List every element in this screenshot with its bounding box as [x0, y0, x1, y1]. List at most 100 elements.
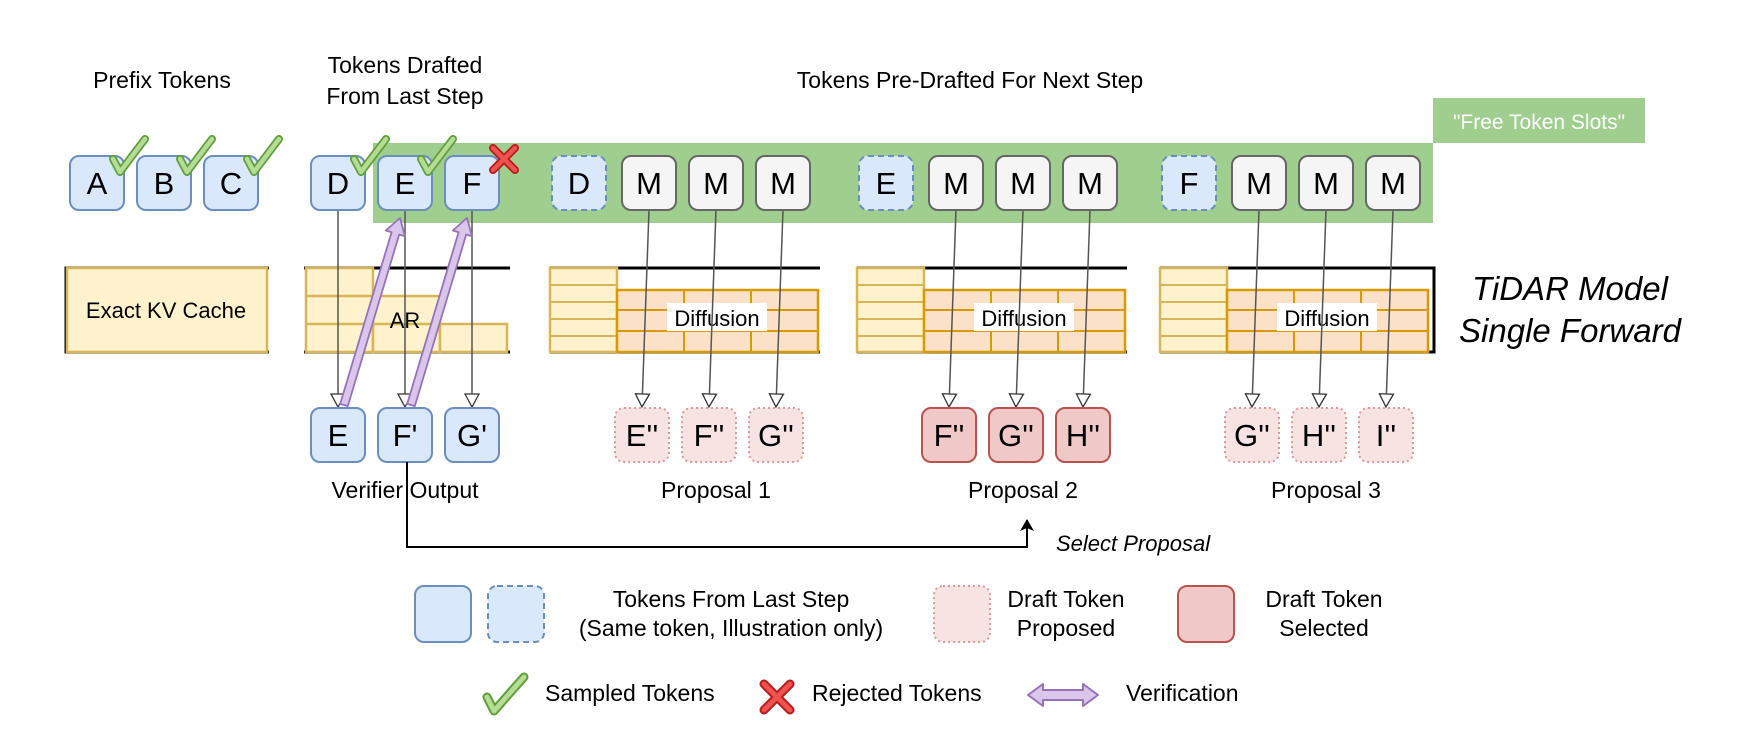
proposal-2-token-2-label: G'': [998, 418, 1034, 453]
diffusion-label-1: Diffusion: [674, 306, 759, 331]
prefix-token-B-label: B: [154, 166, 175, 201]
connector-mask-3-3: [1386, 209, 1393, 406]
mask-token-2-2-label: M: [1010, 166, 1036, 201]
model-label-line2: Single Forward: [1459, 312, 1683, 349]
proposal-3-token-3: I'': [1358, 407, 1414, 463]
diffusion-block-2: Diffusion: [855, 266, 1127, 354]
proposal-2-token-1: F'': [921, 407, 977, 463]
connector-mask-3-2: [1319, 209, 1326, 406]
prefix-token-A-label: A: [87, 166, 108, 201]
legend-selected-line2: Selected: [1279, 615, 1369, 641]
legend-last-step-solid: [414, 585, 472, 643]
verifier-output-label: Verifier Output: [331, 477, 479, 503]
legend-last-step-dashed: [487, 585, 545, 643]
drafted-token-F-label: F: [463, 166, 482, 201]
sampled-check-prefix-1: [176, 135, 216, 176]
verifier-token-3: G': [444, 407, 500, 463]
proposal-3-token-3-label: I'': [1376, 418, 1396, 453]
diffusion-blocks: Diffusion Diffusion Diffusion: [548, 266, 1430, 354]
reject-icon: [759, 679, 795, 715]
proposal-1-token-3: G'': [748, 407, 804, 463]
mask-token-1-3-label: M: [770, 166, 796, 201]
kv-cache-block: [65, 266, 269, 354]
legend-sampled: Sampled Tokens: [545, 680, 715, 706]
rejected-cross-drafted-2: [489, 144, 519, 174]
drafted-token-D-label: D: [327, 166, 349, 201]
mask-token-1-3: M: [755, 155, 811, 211]
connector-mask-2-2: [1016, 209, 1023, 406]
header-drafted-line2: From Last Step: [326, 83, 483, 109]
prefix-token-B: B: [136, 155, 192, 211]
predraft-token-1-D: D: [551, 155, 607, 211]
mask-token-2-3-label: M: [1077, 166, 1103, 201]
verifier-token-1: E: [310, 407, 366, 463]
free-slots-label: "Free Token Slots": [1453, 111, 1625, 134]
select-proposal-arrow: [406, 462, 1034, 548]
mask-token-3-3: M: [1365, 155, 1421, 211]
proposal-1-token-2: F'': [681, 407, 737, 463]
diffusion-block-1: Diffusion: [548, 266, 820, 354]
prefix-token-C: C: [203, 155, 259, 211]
mask-token-3-3-label: M: [1380, 166, 1406, 201]
mask-token-1-1-label: M: [636, 166, 662, 201]
legend-selected-line1: Draft Token: [1265, 586, 1382, 612]
kv-cache-label: Exact KV Cache: [86, 298, 246, 323]
mask-token-3-1-label: M: [1246, 166, 1272, 201]
legend-selected-swatch: [1177, 585, 1235, 643]
verifier-token-1-label: E: [328, 418, 349, 453]
check-icon: [482, 672, 529, 716]
mask-token-1-2: M: [688, 155, 744, 211]
drafted-token-E-label: E: [395, 166, 416, 201]
predraft-token-2-E-label: E: [876, 166, 897, 201]
sampled-check-prefix-0: [109, 135, 149, 176]
proposal-label-1: Proposal 1: [661, 477, 771, 503]
proposal-3-token-1-label: G'': [1234, 418, 1270, 453]
proposal-2-token-3-label: H'': [1066, 418, 1100, 453]
proposal-3-token-2: H'': [1291, 407, 1347, 463]
legend-proposed-swatch: [933, 585, 991, 643]
proposal-label-3: Proposal 3: [1271, 477, 1381, 503]
mask-token-1-2-label: M: [703, 166, 729, 201]
sampled-check-drafted-1: [417, 135, 457, 176]
prefix-token-C-label: C: [220, 166, 242, 201]
diffusion-block-3: Diffusion: [1158, 266, 1430, 354]
connectors: [338, 209, 1393, 406]
mask-token-2-1: M: [928, 155, 984, 211]
mask-token-3-2: M: [1298, 155, 1354, 211]
proposal-3-token-1: G'': [1224, 407, 1280, 463]
model-label-line1: TiDAR Model: [1472, 270, 1670, 307]
header-prefix-tokens: Prefix Tokens: [93, 67, 231, 93]
mask-token-3-2-label: M: [1313, 166, 1339, 201]
diffusion-label-3: Diffusion: [1284, 306, 1369, 331]
proposal-1-token-1: E'': [614, 407, 670, 463]
verifier-token-2-label: F': [393, 418, 418, 453]
verification-icon: [1027, 683, 1099, 707]
drafted-token-E: E: [377, 155, 433, 211]
proposal-1-token-1-label: E'': [626, 418, 659, 453]
mask-token-2-1-label: M: [943, 166, 969, 201]
drafted-token-D: D: [310, 155, 366, 211]
proposal-1-token-2-label: F'': [694, 418, 725, 453]
select-proposal-label: Select Proposal: [1056, 531, 1211, 556]
mask-token-3-1: M: [1231, 155, 1287, 211]
legend-last-step-line1: Tokens From Last Step: [613, 586, 850, 612]
legend-proposed-line1: Draft Token: [1007, 586, 1124, 612]
verifier-token-3-label: G': [457, 418, 487, 453]
legend-rejected: Rejected Tokens: [812, 680, 982, 706]
connector-mask-1-2: [709, 209, 716, 406]
header-drafted-line1: Tokens Drafted: [328, 52, 483, 78]
connector-mask-2-3: [1083, 209, 1090, 406]
free-slots-tag: [1433, 98, 1645, 143]
sampled-check-prefix-2: [243, 135, 283, 176]
diffusion-label-2: Diffusion: [981, 306, 1066, 331]
proposal-1-token-3-label: G'': [758, 418, 794, 453]
legend-last-step-line2: (Same token, Illustration only): [579, 615, 883, 641]
sampled-check-drafted-0: [350, 135, 390, 176]
connector-mask-3-1: [1252, 209, 1259, 406]
predraft-token-1-D-label: D: [568, 166, 590, 201]
proposal-3-token-2-label: H'': [1302, 418, 1336, 453]
mask-token-2-3: M: [1062, 155, 1118, 211]
mask-token-2-2: M: [995, 155, 1051, 211]
